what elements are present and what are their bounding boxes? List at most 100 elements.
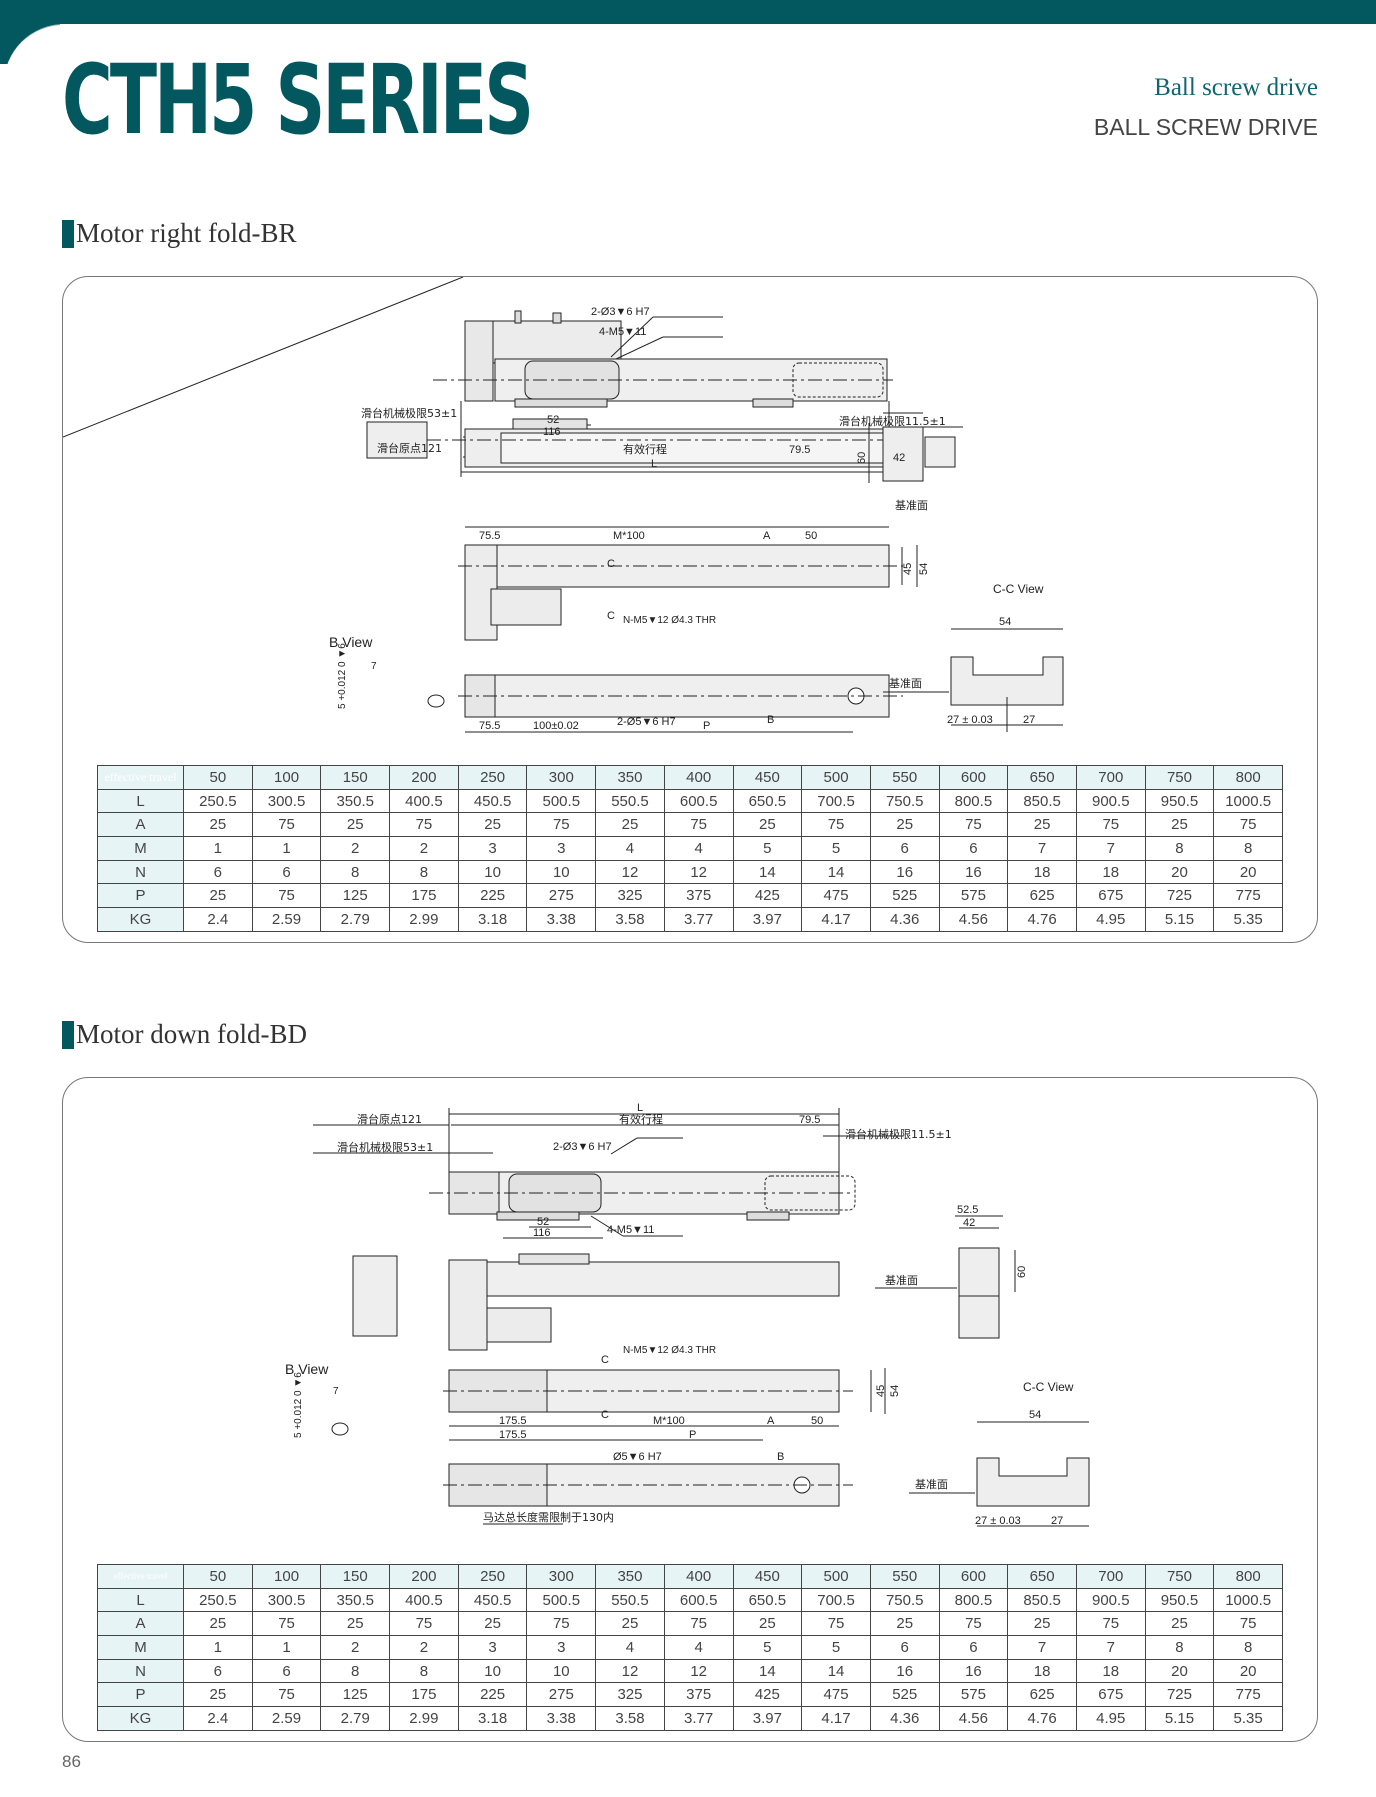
travel-header-cell: 300 [526,765,597,790]
table-cell: 800.5 [938,788,1009,814]
travel-header-cell: 200 [389,1564,459,1589]
table-cell: 20 [1144,1658,1215,1684]
table-cell: 675 [1075,883,1146,909]
drawing-bd: L 滑台原点121 有效行程 79.5 滑台机械极限11.5±1 2-Ø3▼6 … [285,1102,1090,1527]
table-cell: 3 [457,836,528,861]
table-cell: 225 [457,883,528,909]
table-cell: 25 [183,812,253,838]
travel-header-cell: 300 [526,1564,597,1589]
table-cell: 250.5 [183,1587,253,1613]
table-cell: 6 [938,1635,1009,1660]
table-cell: 75 [801,1611,871,1637]
table-cell: 8 [1144,1635,1215,1660]
travel-header-cell: 650 [1007,1564,1077,1589]
table-cell: 2 [389,1635,459,1660]
table-cell: 14 [801,1658,871,1684]
table-cell: 5.15 [1144,1706,1215,1731]
label-mech-limit-right: 滑台机械极限11.5±1 [845,1127,952,1141]
table-cell: 850.5 [1007,1587,1077,1613]
table-cell: 175 [389,883,459,909]
travel-header-cell: 150 [320,765,391,790]
travel-header-cell: 750 [1144,1564,1215,1589]
table-cell: 18 [1007,1658,1077,1684]
table-cell: 8 [320,1658,391,1684]
table-cell: 14 [732,1658,803,1684]
dim-60: 60 [1016,1266,1028,1278]
dim-54: 54 [918,563,930,575]
dim-M100: M*100 [613,530,645,542]
table-cell: 16 [869,1658,940,1684]
travel-header-cell: 550 [869,765,940,790]
travel-header-cell: 200 [389,765,459,790]
dim-60: 60 [856,452,868,464]
dim-42: 42 [963,1217,975,1229]
table-cell: 10 [457,1658,528,1684]
table-cell: 775 [1213,1682,1283,1708]
table-cell: 625 [1007,1682,1077,1708]
table-cell: 75 [1075,812,1146,838]
label-mount-holes: N-M5▼12 Ø4.3 THR [623,615,716,626]
table-cell: 25 [869,1611,940,1637]
table-cell: 25 [457,812,528,838]
motor-side [448,1259,488,1351]
row-label: KG [97,907,184,932]
travel-header-cell: 750 [1144,765,1215,790]
row-label: P [97,1682,184,1708]
table-cell: 475 [801,883,871,909]
row-label: L [97,1587,184,1613]
table-cell: 325 [595,883,665,909]
dim-116: 116 [533,1227,551,1239]
label-cc-view: C-C View [1023,1380,1074,1394]
table-cell: 225 [457,1682,528,1708]
table-cell: 8 [1213,836,1283,861]
table-cell: 75 [938,1611,1009,1637]
table-cell: 25 [595,1611,665,1637]
travel-header-cell: 550 [869,1564,940,1589]
travel-header-cell: 350 [595,1564,665,1589]
table-cell: 750.5 [869,1587,940,1613]
table-cell: 1000.5 [1213,788,1283,814]
table-cell: 7 [1007,836,1077,861]
table-cell: 8 [1213,1635,1283,1660]
label-pin-holes: 2-Ø3▼6 H7 [553,1141,612,1153]
table-cell: 75 [1213,812,1283,838]
table-cell: 4.76 [1007,1706,1077,1731]
table-cell: 20 [1213,1658,1283,1684]
panel-bd: L 滑台原点121 有效行程 79.5 滑台机械极限11.5±1 2-Ø3▼6 … [62,1077,1318,1742]
travel-header-cell: 650 [1007,765,1077,790]
table-cell: 12 [663,1658,734,1684]
label-dowel-holes: 2-Ø5▼6 H7 [617,716,676,728]
table-cell: 6 [251,1658,322,1684]
table-cell: 25 [1144,1611,1215,1637]
table-cell: 4.56 [938,1706,1009,1731]
table-cell: 5 [801,1635,871,1660]
table-cell: 425 [732,1682,803,1708]
table-cell: 1 [251,836,322,861]
section-heading-bd: Motor down fold-BD [62,1019,307,1050]
table-cell: 20 [1213,859,1283,885]
table-cell: 700.5 [801,788,871,814]
table-cell: 850.5 [1007,788,1077,814]
table-cell: 18 [1007,859,1077,885]
travel-header-cell: 450 [732,1564,803,1589]
table-cell: 3.97 [732,1706,803,1731]
table-cell: 4.17 [801,1706,871,1731]
label-b-view: B View [329,634,373,650]
dim-P: P [703,720,710,732]
dim-L: L [651,458,657,470]
table-cell: 4.56 [938,907,1009,932]
travel-header-cell: 400 [663,765,734,790]
table-cell: 16 [869,859,940,885]
subtitle-caps: BALL SCREW DRIVE [1093,114,1318,140]
section-c-top: C [601,1354,609,1366]
dim-52-5: 52.5 [957,1204,978,1216]
row-label: N [97,859,184,885]
label-mech-limit-right: 滑台机械极限11.5±1 [839,414,946,428]
